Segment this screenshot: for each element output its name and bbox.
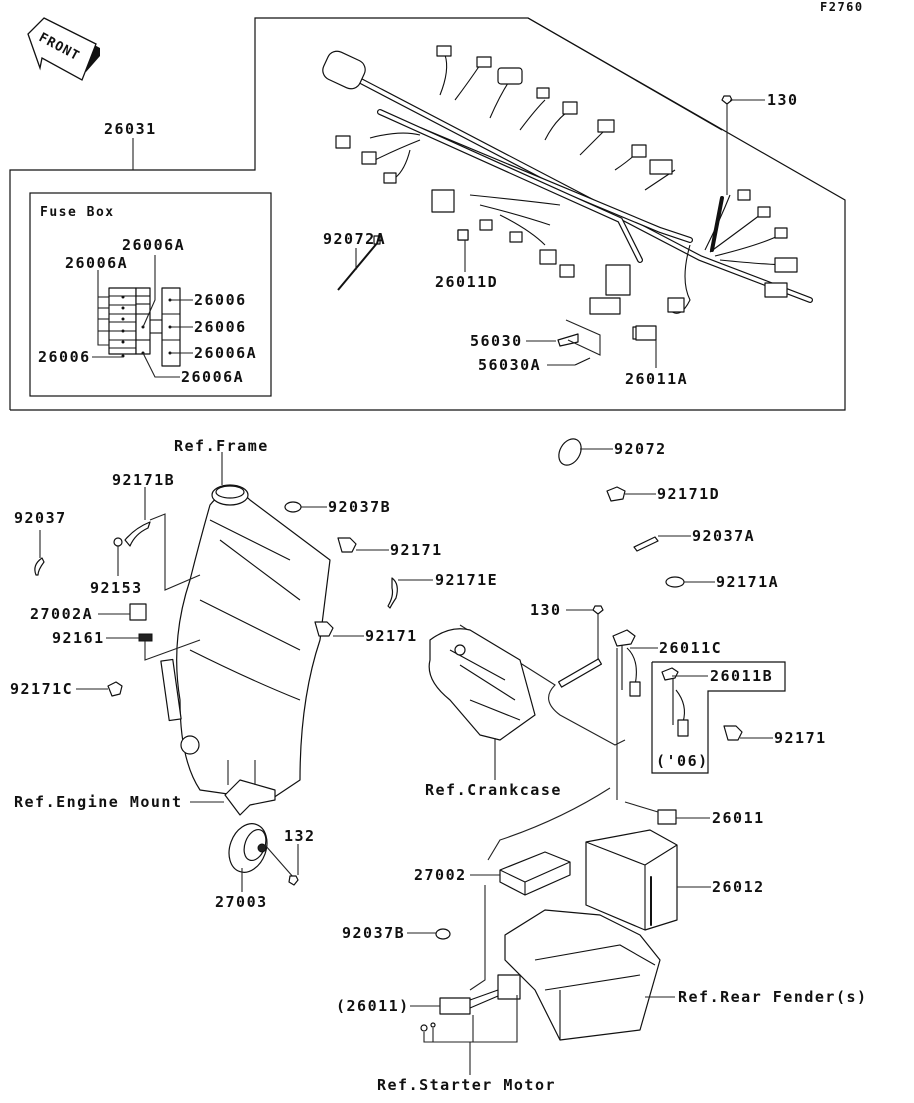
part-label-92072[interactable]: 92072 <box>614 440 667 458</box>
part-label-92037a[interactable]: 92037A <box>692 527 755 545</box>
fuse-label-right-1[interactable]: 26006 <box>194 291 247 309</box>
part-label-26011a[interactable]: 26011A <box>625 370 688 388</box>
front-arrow-icon: FRONT <box>27 17 100 81</box>
harness-frame <box>9 17 846 411</box>
fuse-box-title: Fuse Box <box>40 205 115 220</box>
part-label-26011-paren[interactable]: (26011) <box>336 997 410 1015</box>
part-label-92037b-top[interactable]: 92037B <box>328 498 391 516</box>
fuse-label-right-2[interactable]: 26006 <box>194 318 247 336</box>
figure-id: F2760 <box>820 0 864 14</box>
battery-section: 26011 26012 27002 92037B Ref.Rear Fender… <box>336 787 868 1094</box>
part-label-27002a[interactable]: 27002A <box>30 605 93 623</box>
part-label-92171-b[interactable]: 92171 <box>365 627 418 645</box>
part-label-92072a[interactable]: 92072A <box>323 230 386 248</box>
part-label-92037[interactable]: 92037 <box>14 509 67 527</box>
part-label-132[interactable]: 132 <box>284 827 316 845</box>
part-label-92037b-bottom[interactable]: 92037B <box>342 924 405 942</box>
part-label-26011[interactable]: 26011 <box>712 809 765 827</box>
fuse-box: Fuse Box <box>29 192 272 397</box>
part-label-92171d[interactable]: 92171D <box>657 485 720 503</box>
part-label-92153[interactable]: 92153 <box>90 579 143 597</box>
wiring-harness <box>322 45 813 340</box>
part-label-92171c[interactable]: 92171C <box>10 680 73 698</box>
model-year-note: ('06) <box>656 752 709 770</box>
part-label-56030a[interactable]: 56030A <box>478 356 541 374</box>
part-label-92171-a[interactable]: 92171 <box>390 541 443 559</box>
ref-rear-fender-label[interactable]: Ref.Rear Fender(s) <box>678 988 868 1006</box>
part-label-26012[interactable]: 26012 <box>712 878 765 896</box>
fuse-label-right-3[interactable]: 26006A <box>194 344 257 362</box>
ref-starter-motor-label[interactable]: Ref.Starter Motor <box>377 1076 556 1094</box>
part-label-92161[interactable]: 92161 <box>52 629 105 647</box>
frame-section: Ref.Frame 92171B 92153 92037 27002A 9216… <box>10 437 498 911</box>
part-label-56030[interactable]: 56030 <box>470 332 523 350</box>
part-label-27002[interactable]: 27002 <box>414 866 467 884</box>
part-label-27003[interactable]: 27003 <box>215 893 268 911</box>
fuse-label-top-center[interactable]: 26006A <box>122 236 185 254</box>
fuse-label-bottom-center[interactable]: 26006A <box>181 368 244 386</box>
part-label-130-mid[interactable]: 130 <box>530 601 562 619</box>
part-label-130-top[interactable]: 130 <box>767 91 799 109</box>
fuse-label-top-left[interactable]: 26006A <box>65 254 128 272</box>
part-label-26011c[interactable]: 26011C <box>659 639 722 657</box>
ref-crankcase-label[interactable]: Ref.Crankcase <box>425 781 562 799</box>
part-label-92171-c[interactable]: 92171 <box>774 729 827 747</box>
part-label-26011b[interactable]: 26011B <box>710 667 773 685</box>
part-label-92171b[interactable]: 92171B <box>112 471 175 489</box>
ref-engine-mount-label[interactable]: Ref.Engine Mount <box>14 793 183 811</box>
part-label-92171a[interactable]: 92171A <box>716 573 779 591</box>
part-label-26011d[interactable]: 26011D <box>435 273 498 291</box>
ref-frame-label[interactable]: Ref.Frame <box>174 437 269 455</box>
harness-callouts: 130 92072A 26011D 56030 56030A 26011A <box>323 17 799 388</box>
part-label-92171e[interactable]: 92171E <box>435 571 498 589</box>
part-label-26031[interactable]: 26031 <box>104 120 157 138</box>
fuse-label-bottom-left[interactable]: 26006 <box>38 348 91 366</box>
right-section: 92072 92171D 92037A 92171A 130 26011C 26… <box>425 438 827 800</box>
